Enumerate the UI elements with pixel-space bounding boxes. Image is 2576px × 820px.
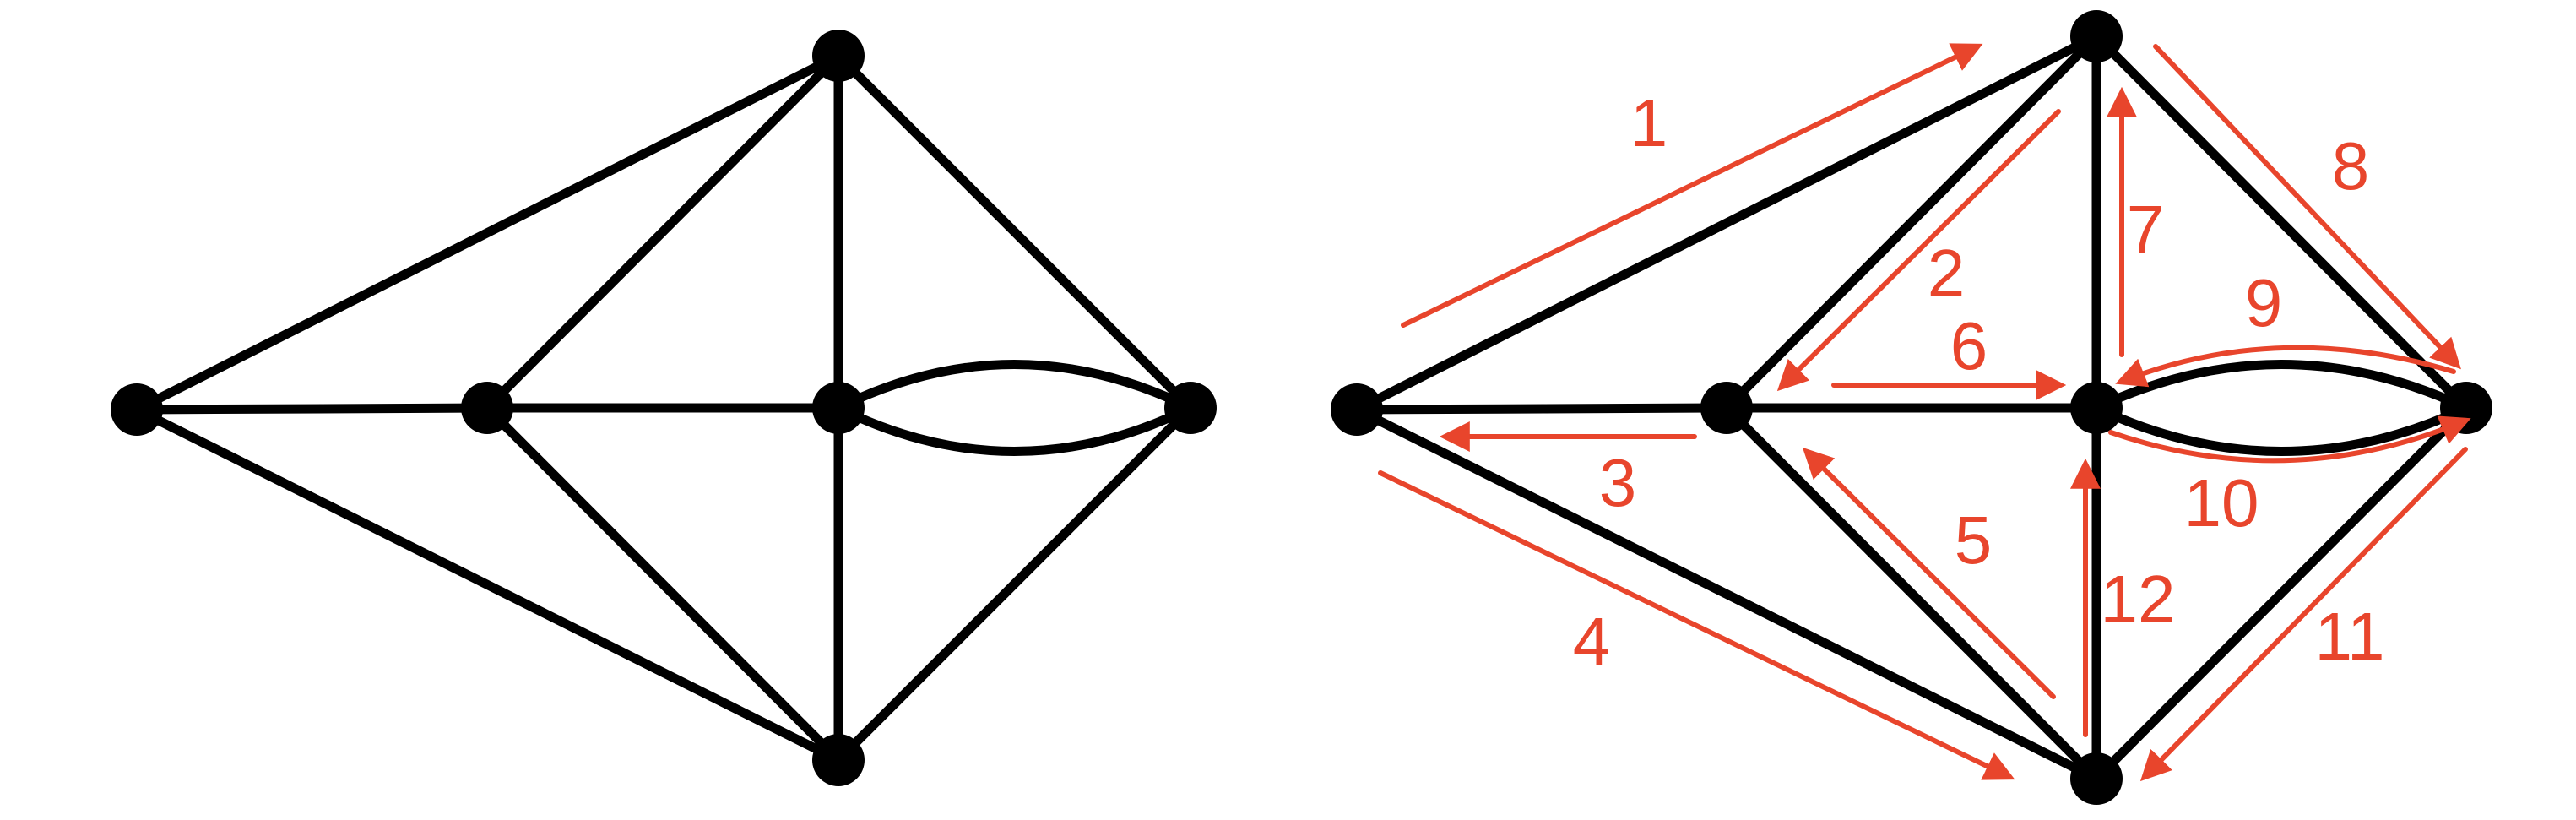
step-label-7: 7: [2127, 192, 2165, 267]
edge-b-f: [482, 403, 843, 765]
edge-a-f: [1352, 405, 2101, 784]
edge-a-c: [132, 51, 843, 415]
left-graph-nodes: [111, 30, 1217, 786]
node-a: [111, 383, 163, 436]
path-arrow-9: [2115, 345, 2456, 388]
node-e: [1164, 382, 1217, 434]
edge-e-f: [833, 403, 1196, 765]
path-arrow-8: [2153, 44, 2461, 370]
step-label-9: 9: [2245, 265, 2283, 340]
step-label-3: 3: [1599, 445, 1637, 520]
step-label-5: 5: [1955, 502, 1993, 578]
right-graph: 1 2 3 4 5 6 7 8 9 10 11 12: [1331, 10, 2492, 805]
step-label-2: 2: [1928, 236, 1966, 311]
path-arrow-11: [2139, 447, 2468, 782]
edge-b-c: [482, 51, 843, 413]
edge-d-e-upper: [833, 360, 1196, 413]
step-label-4: 4: [1573, 604, 1611, 679]
edge-e-f: [2091, 403, 2471, 784]
node-f: [2070, 752, 2123, 805]
edge-d-e-lower: [833, 403, 1196, 456]
path-arrow-10: [2108, 415, 2471, 464]
edge-b-f: [1722, 403, 2101, 784]
node-d: [2070, 382, 2123, 434]
edge-a-b: [1352, 403, 1732, 415]
right-graph-edges: [1352, 31, 2471, 784]
edge-b-c: [1722, 31, 2101, 413]
node-c: [812, 30, 865, 82]
euler-path-arrows: [1378, 43, 2471, 782]
edge-d-e-lower: [2091, 403, 2471, 456]
node-b: [1700, 382, 1753, 434]
left-graph-edges: [132, 51, 1196, 765]
path-arrow-1: [1401, 43, 1983, 328]
left-graph: [111, 30, 1217, 786]
node-c: [2070, 10, 2123, 62]
edge-a-f: [132, 405, 843, 765]
euler-path-labels: 1 2 3 4 5 6 7 8 9 10 11 12: [1573, 85, 2385, 679]
node-f: [812, 734, 865, 786]
step-label-10: 10: [2184, 465, 2259, 540]
step-label-12: 12: [2101, 562, 2176, 637]
path-arrow-4: [1378, 470, 2015, 780]
step-label-6: 6: [1950, 308, 1988, 383]
step-label-1: 1: [1630, 85, 1668, 160]
edge-c-e: [2091, 31, 2471, 413]
edge-a-c: [1352, 31, 2101, 415]
node-a: [1331, 383, 1383, 436]
step-label-11: 11: [2314, 599, 2384, 674]
path-arrow-5: [1802, 447, 2056, 699]
step-label-8: 8: [2332, 128, 2370, 204]
path-arrow-2: [1776, 109, 2061, 392]
node-b: [461, 382, 513, 434]
edge-a-b: [132, 403, 492, 415]
edge-c-e: [833, 51, 1196, 413]
node-d: [812, 382, 865, 434]
edge-d-e-upper: [2091, 360, 2471, 413]
